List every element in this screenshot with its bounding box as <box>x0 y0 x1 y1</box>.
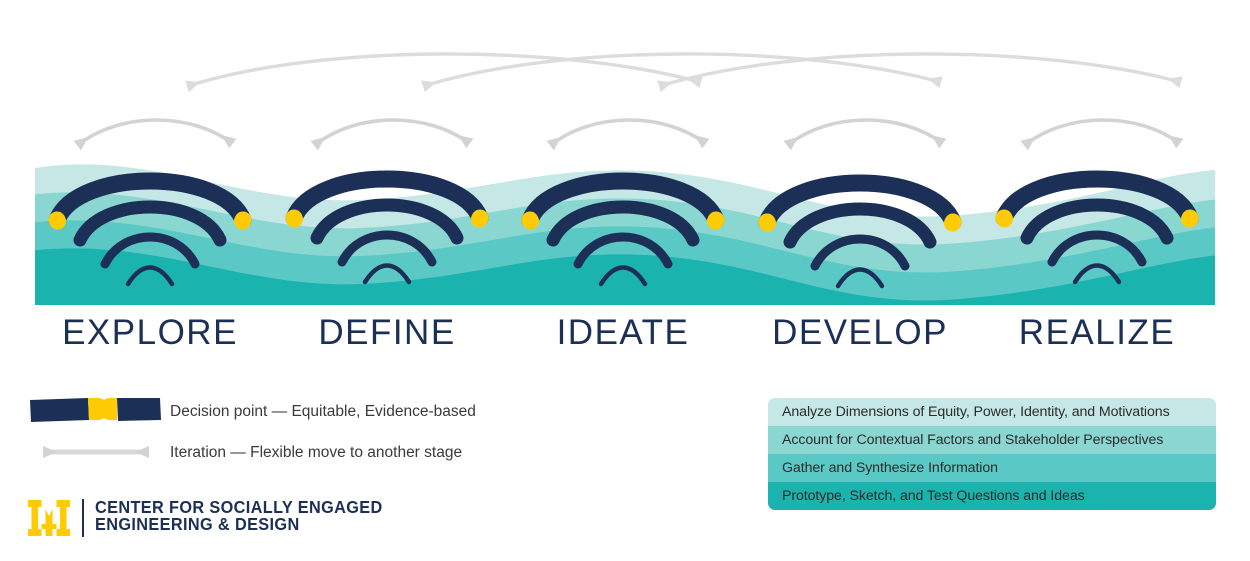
arc-second <box>1020 198 1174 245</box>
decision-cap-define-left <box>285 209 303 228</box>
decision-cap-realize-right <box>1181 209 1199 228</box>
long-iteration-arrows <box>185 52 1183 93</box>
arc-third <box>573 232 673 269</box>
brand-line-1: CENTER FOR SOCIALLY ENGAGED <box>95 497 383 517</box>
arc-second <box>310 198 464 245</box>
activity-label-4: Prototype, Sketch, and Test Questions an… <box>782 488 1085 504</box>
arc-third <box>337 230 437 267</box>
activity-row-3: Gather and Synthesize Information <box>768 454 1216 482</box>
decision-cap-realize-left <box>995 209 1013 228</box>
arc-inner <box>125 265 175 287</box>
decision-cap-explore-left <box>48 211 66 230</box>
arc-inner <box>1072 263 1122 285</box>
stage-label-realize: REALIZE <box>1018 313 1176 352</box>
brand-lockup: CENTER FOR SOCIALLY ENGAGED ENGINEERING … <box>28 498 404 538</box>
activity-list: Analyze Dimensions of Equity, Power, Ide… <box>768 398 1216 510</box>
block-m-icon <box>28 500 70 536</box>
iteration-arrow-long-1 <box>185 52 703 93</box>
stage-arcs-realize <box>995 170 1199 285</box>
arc-outer <box>758 174 962 231</box>
arc-second <box>73 200 227 247</box>
iteration-arrow-short-1 <box>73 118 237 151</box>
iteration-arrow-short-2 <box>310 118 474 151</box>
arc-outer <box>285 170 489 227</box>
iteration-arrow-short-4 <box>783 118 947 151</box>
decision-bar-left <box>30 398 89 422</box>
stage-arcs-ideate <box>521 172 725 287</box>
activity-row-1: Analyze Dimensions of Equity, Power, Ide… <box>768 398 1216 426</box>
brand-line-2: ENGINEERING & DESIGN <box>95 514 300 534</box>
legend-decision-icon <box>30 398 161 422</box>
arc-third <box>1047 230 1147 267</box>
arc-third <box>100 232 200 269</box>
arc-outer <box>995 170 1199 227</box>
decision-cap-develop-right <box>944 213 962 232</box>
decision-bar-right <box>117 398 161 421</box>
decision-cap-ideate-left <box>521 211 539 230</box>
short-iteration-arrows <box>73 118 1184 151</box>
arc-third <box>810 234 910 271</box>
legend-decision-label: Decision point — Equitable, Evidence-bas… <box>170 403 476 420</box>
iteration-arrow-short-5 <box>1020 118 1184 151</box>
activity-label-3: Gather and Synthesize Information <box>782 460 998 476</box>
stage-arcs-define <box>285 170 489 285</box>
stage-arcs-develop <box>758 174 962 289</box>
decision-point-caps <box>48 209 1199 232</box>
arc-inner <box>835 267 885 289</box>
decision-cap-develop-left <box>758 213 776 232</box>
activity-label-2: Account for Contextual Factors and Stake… <box>782 432 1164 448</box>
iteration-arrow-short-3 <box>546 118 710 151</box>
wave-band-4 <box>35 248 1215 305</box>
decision-cap-explore-right <box>234 211 252 230</box>
stage-arcs-explore <box>48 172 252 287</box>
stage-label-ideate: IDEATE <box>556 313 690 352</box>
iteration-arrow-long-3 <box>657 52 1183 93</box>
arc-second <box>783 202 937 249</box>
arc-inner <box>362 263 412 285</box>
decision-cap-ideate-right <box>707 211 725 230</box>
arc-outer <box>521 172 725 229</box>
activity-row-4: Prototype, Sketch, and Test Questions an… <box>768 482 1216 510</box>
stage-label-explore: EXPLORE <box>62 313 238 352</box>
arc-second <box>546 200 700 247</box>
stage-label-define: DEFINE <box>318 313 456 352</box>
legend-iteration-label: Iteration — Flexible move to another sta… <box>170 444 463 461</box>
decision-cap-define-right <box>471 209 489 228</box>
arc-outer <box>48 172 252 229</box>
activity-row-2: Account for Contextual Factors and Stake… <box>768 426 1216 454</box>
decision-cap-left <box>99 398 117 420</box>
activity-label-1: Analyze Dimensions of Equity, Power, Ide… <box>782 404 1170 420</box>
logo-divider <box>82 499 84 537</box>
iteration-arrow-long-2 <box>421 52 943 93</box>
arc-inner <box>598 265 648 287</box>
brand-name: CENTER FOR SOCIALLY ENGAGED ENGINEERING … <box>95 498 404 533</box>
stage-label-develop: DEVELOP <box>772 313 948 352</box>
